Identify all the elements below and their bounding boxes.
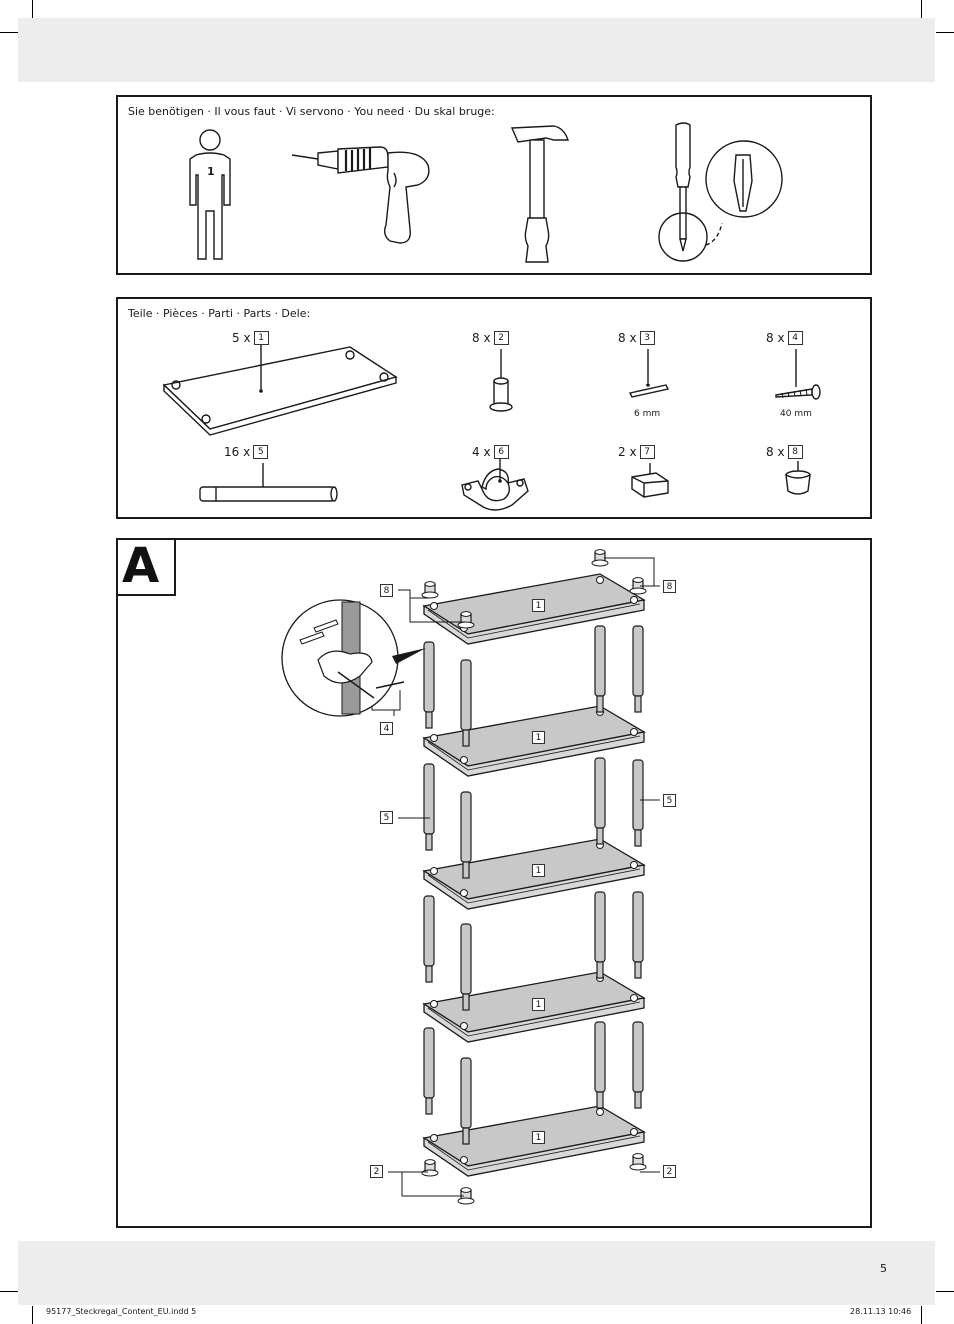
- hammer-icon: [510, 125, 569, 263]
- footer-file-name: 95177_Steckregal_Content_EU.indd 5: [46, 1307, 197, 1316]
- label-tube-right: 5: [663, 794, 676, 807]
- crop-mark: [921, 1306, 922, 1324]
- label-shelf-1: 1: [532, 599, 545, 612]
- step-letter: A: [122, 538, 160, 594]
- crop-mark: [32, 0, 33, 18]
- screw-part-icon: [775, 349, 821, 400]
- label-cap-left: 8: [380, 584, 393, 597]
- crop-mark: [0, 32, 18, 33]
- parts-panel: Teile · Pièces · Parti · Parts · Dele: 5…: [116, 297, 872, 519]
- cap-part-icon: [785, 461, 811, 495]
- label-foot-right: 2: [663, 1165, 676, 1178]
- label-foot-left: 2: [370, 1165, 383, 1178]
- foot-part-icon: [489, 349, 513, 412]
- tools-panel-title: Sie benötigen · Il vous faut · Vi servon…: [128, 105, 495, 118]
- label-cap-right: 8: [663, 580, 676, 593]
- label-shelf-5: 1: [532, 1131, 545, 1144]
- crop-mark: [32, 1306, 33, 1324]
- step-letter-box: A: [116, 538, 176, 596]
- label-shelf-3: 1: [532, 864, 545, 877]
- parts-panel-title: Teile · Pièces · Parti · Parts · Dele:: [128, 307, 311, 320]
- tube-part-icon: [199, 463, 338, 502]
- wall-plug-icon: [628, 349, 670, 398]
- label-screw: 4: [380, 722, 393, 735]
- label-shelf-4: 1: [532, 998, 545, 1011]
- wall-plug-dimension: 6 mm: [634, 409, 661, 419]
- person-count: 1: [207, 165, 215, 178]
- label-tube-left: 5: [380, 811, 393, 824]
- crop-mark: [921, 0, 922, 18]
- footer-band: [18, 1241, 935, 1305]
- drill-icon: [291, 146, 430, 244]
- header-band: [18, 18, 935, 82]
- tools-panel: Sie benötigen · Il vous faut · Vi servon…: [116, 95, 872, 275]
- shelf-part-icon: [162, 345, 398, 436]
- footer-date: 28.11.13 10:46: [850, 1307, 912, 1316]
- label-shelf-2: 1: [532, 731, 545, 744]
- bracket-part-icon: [631, 463, 669, 498]
- crop-mark: [936, 32, 954, 33]
- crop-mark: [936, 1291, 954, 1292]
- screw-dimension: 40 mm: [780, 409, 812, 419]
- person-icon: [189, 129, 231, 260]
- clip-part-icon: [461, 459, 529, 511]
- screwdriver-icon: [658, 122, 783, 262]
- page-number: 5: [880, 1262, 887, 1275]
- crop-mark: [0, 1291, 18, 1292]
